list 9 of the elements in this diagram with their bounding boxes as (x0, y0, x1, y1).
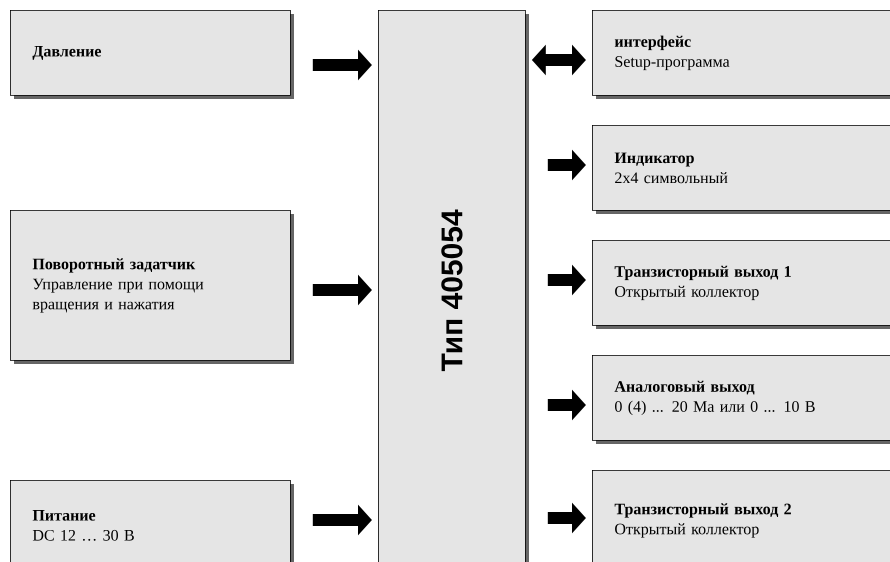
text-box: Индикатор 2x4 символьный (592, 125, 890, 214)
text-box: Питание DC 12 … 30 В (10, 480, 294, 562)
block-box: Тип 405054 (378, 10, 529, 562)
text-box: Транзисторный выход 1 Открытый коллектор (592, 240, 890, 329)
text-box: Транзисторный выход 2 Открытый коллектор (592, 470, 890, 562)
text-box: Поворотный задатчик Управление при помощи вращения и нажатия (10, 210, 294, 364)
text-box: Аналоговый выход 0 (4) ... 20 Ма или 0 ... 10 В (592, 355, 890, 444)
text-box: интерфейс Setup-программа (592, 10, 890, 99)
text-box: Давление (10, 10, 294, 99)
